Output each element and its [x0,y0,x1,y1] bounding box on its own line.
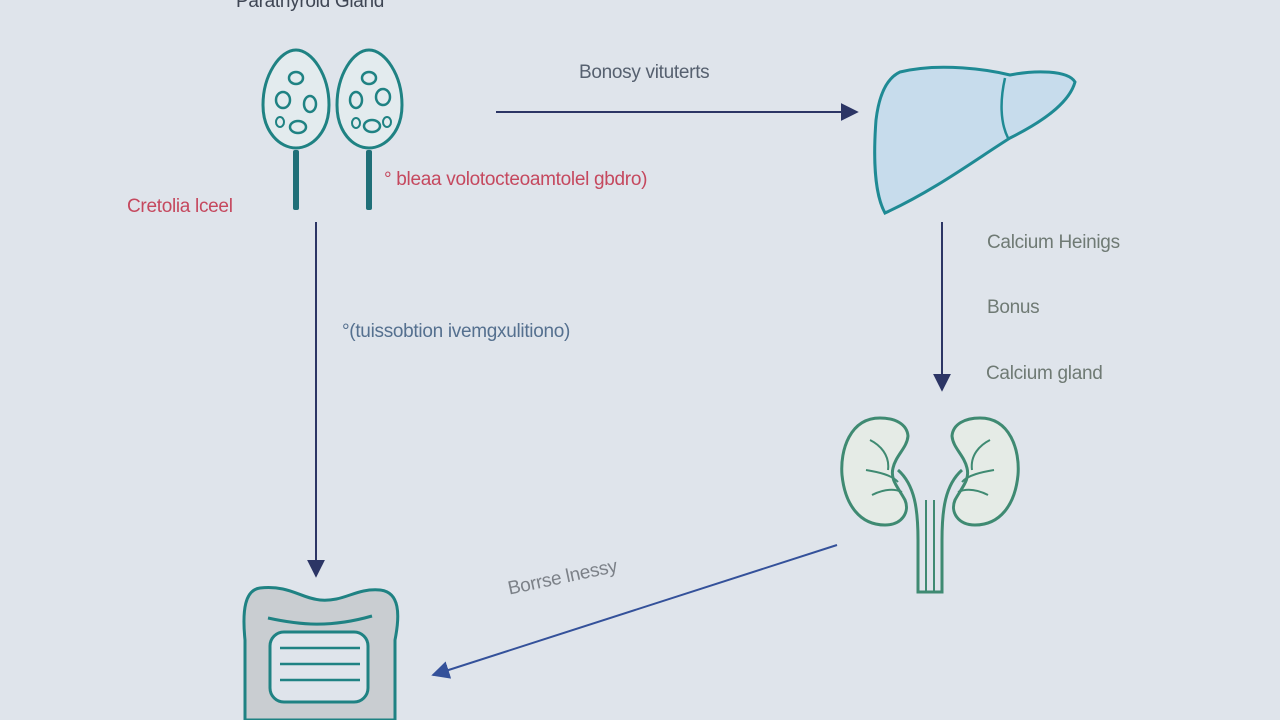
arrow-label-left: °(tuissobtion ivemgxulitiono) [342,321,571,342]
kidneys-icon [840,416,1020,594]
label-parathyroid-left: Cretolia lceel [127,196,233,217]
label-parathyroid-annotation: ° bleaa volotocteoamtolel gbdro) [384,169,648,190]
arrow-label-top: Bonosy vituterts [579,62,710,83]
label-right-3: Calcium gland [986,363,1103,384]
diagram-title: Parathyroid Gland [236,0,385,12]
intestine-icon [242,586,400,720]
parathyroid-gland-icon [261,48,404,210]
label-right-1: Calcium Heinigs [987,232,1120,253]
arrow-kidneys-to-intestine [431,544,838,679]
liver-icon [873,65,1077,215]
label-right-2: Bonus [987,297,1040,318]
